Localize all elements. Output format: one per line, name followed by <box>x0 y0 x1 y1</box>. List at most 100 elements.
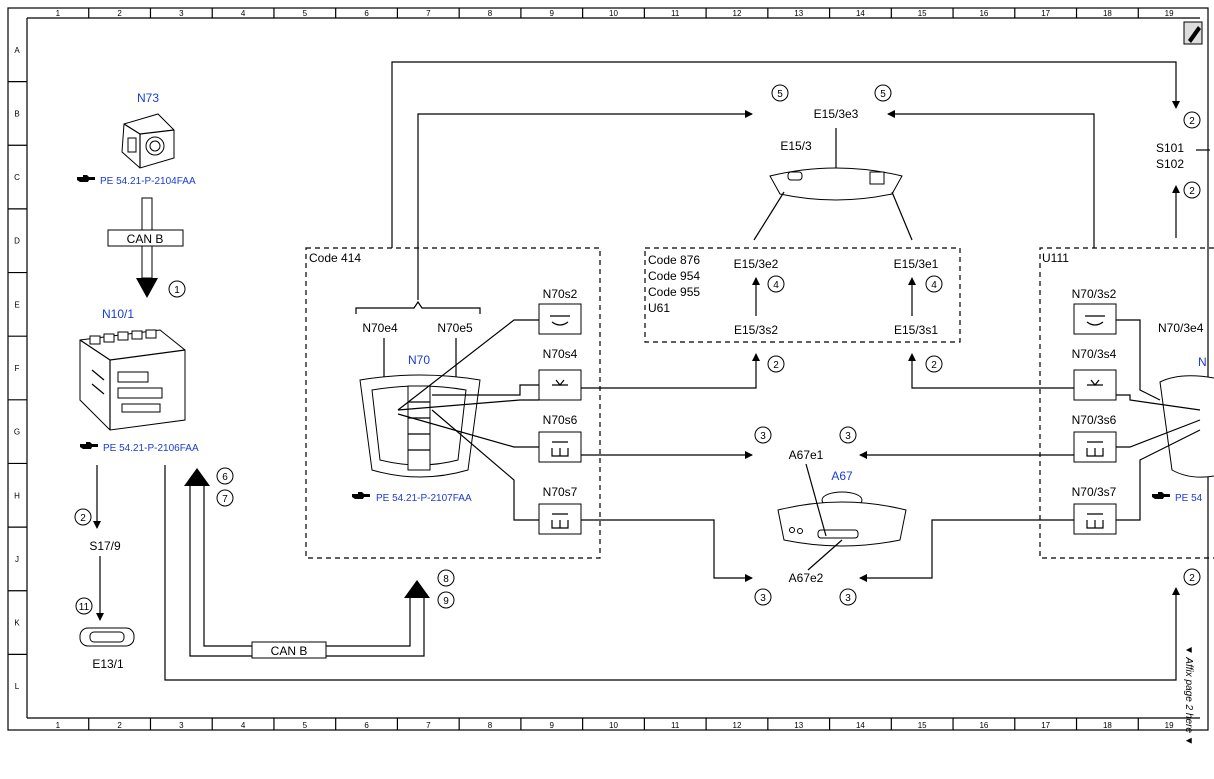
n70-3e4-label: N70/3e4 <box>1158 321 1204 335</box>
can-b-top-arrow: CAN B 1 <box>107 197 186 298</box>
code-876-label: Code 876 <box>648 253 700 267</box>
courtesy-lamp-icon <box>79 627 135 647</box>
reading-lamp-icon <box>1073 431 1117 463</box>
control-unit-icon <box>79 329 186 431</box>
column-label: 9 <box>550 9 555 18</box>
row-label: G <box>14 428 20 437</box>
column-label: 11 <box>671 9 680 18</box>
s101-s102: 2 S101 S102 2 <box>1156 111 1210 238</box>
svg-text:3: 3 <box>760 593 766 604</box>
svg-text:9: 9 <box>443 596 449 607</box>
overhead-console-icon <box>359 374 481 478</box>
column-label: 15 <box>918 721 927 730</box>
n70e4-label: N70e4 <box>362 321 398 335</box>
u111-box: U111 N70/3s2 N70/3s4 N70/3s6 N70/3s7 N70… <box>1039 247 1214 559</box>
svg-text:4: 4 <box>931 280 937 291</box>
column-label: 12 <box>733 721 742 730</box>
e15-3e3-label: E15/3e3 <box>814 107 859 121</box>
camera-module-icon <box>121 113 175 169</box>
can-b-bottom-bus: CAN B 6 7 8 9 <box>184 467 455 659</box>
column-label: 18 <box>1103 721 1112 730</box>
switch-icon <box>538 303 582 335</box>
pointing-hand-icon <box>80 442 98 449</box>
svg-text:11: 11 <box>79 602 90 613</box>
code-954-label: Code 954 <box>648 269 700 283</box>
n70s6-label: N70s6 <box>543 413 578 427</box>
n70s7-label: N70s7 <box>543 485 578 499</box>
svg-text:8: 8 <box>443 574 449 585</box>
column-label: 5 <box>303 9 308 18</box>
edit-page-icon[interactable] <box>1183 21 1203 45</box>
s101-bottom-wire <box>164 465 1180 681</box>
s101-label: S101 <box>1156 141 1184 155</box>
row-label: C <box>14 173 20 182</box>
e15-3e2-label: E15/3e2 <box>734 257 779 271</box>
n10-label: N10/1 <box>102 307 134 321</box>
column-label: 16 <box>979 9 988 18</box>
reading-lamp-icon <box>538 503 582 535</box>
n-cut-label: N <box>1198 355 1207 369</box>
reading-lamp-icon <box>1073 503 1117 535</box>
pe54-cut-label: PE 54 <box>1175 493 1203 504</box>
e15-3e1-label: E15/3e1 <box>894 257 939 271</box>
s17-e13-chain: 2 S17/9 11 E13/1 <box>74 465 135 671</box>
column-label: 1 <box>56 721 61 730</box>
column-label: 19 <box>1165 9 1174 18</box>
column-label: 16 <box>979 721 988 730</box>
e15-3-console: E15/3 <box>753 128 913 241</box>
n73-camera: N73 PE 54.21-P-2104FAA <box>77 91 196 187</box>
n70s4-label: N70s4 <box>543 347 578 361</box>
column-label: 13 <box>794 9 803 18</box>
svg-text:3: 3 <box>760 431 766 442</box>
n70-3s4-label: N70/3s4 <box>1072 347 1117 361</box>
column-label: 6 <box>364 9 369 18</box>
svg-text:2: 2 <box>1189 573 1195 584</box>
callout-1 <box>168 280 186 298</box>
svg-text:5: 5 <box>777 89 783 100</box>
rearview-mirror-icon <box>777 491 907 547</box>
n70e5-label: N70e5 <box>437 321 473 335</box>
n70s4-to-e15-wire <box>581 353 760 389</box>
can-b-bottom-label: CAN B <box>271 644 308 658</box>
overhead-console-icon <box>1159 375 1214 478</box>
column-label: 7 <box>426 9 431 18</box>
e15-3s1-label: E15/3s1 <box>894 323 938 337</box>
row-label: F <box>15 364 20 373</box>
column-label: 2 <box>117 9 122 18</box>
can-b-top-label: CAN B <box>127 232 164 246</box>
n70s2-label: N70s2 <box>543 287 578 301</box>
n70-3s4-to-e15-wire <box>908 353 1074 389</box>
affix-note: ▼ Affix page 2 here ▼ <box>1183 645 1194 746</box>
s17-label: S17/9 <box>89 539 121 553</box>
svg-text:2: 2 <box>931 360 937 371</box>
row-label: A <box>14 46 20 55</box>
a67-label: A67 <box>831 469 853 483</box>
row-label: J <box>15 555 19 564</box>
column-label: 8 <box>488 9 493 18</box>
u111-label: U111 <box>1042 251 1069 265</box>
column-label: 14 <box>856 9 865 18</box>
svg-text:2: 2 <box>1189 186 1195 197</box>
row-label: D <box>14 237 20 246</box>
column-label: 1 <box>56 9 61 18</box>
svg-text:2: 2 <box>80 513 86 524</box>
column-label: 14 <box>856 721 865 730</box>
switch-icon <box>1073 303 1117 335</box>
n70-3s2-label: N70/3s2 <box>1072 287 1117 301</box>
column-label: 7 <box>426 721 431 730</box>
n73-label: N73 <box>137 91 159 105</box>
column-label: 19 <box>1165 721 1174 730</box>
column-label: 6 <box>364 721 369 730</box>
n10-ref: PE 54.21-P-2106FAA <box>103 443 199 454</box>
column-label: 4 <box>241 721 246 730</box>
pointing-hand-icon <box>1152 492 1170 499</box>
n70-label: N70 <box>408 353 430 367</box>
code-955-label: Code 955 <box>648 285 700 299</box>
column-label: 8 <box>488 721 493 730</box>
n70-ref: PE 54.21-P-2107FAA <box>376 493 472 504</box>
a67e1-label: A67e1 <box>789 448 824 462</box>
column-label: 18 <box>1103 9 1112 18</box>
column-label: 3 <box>179 9 184 18</box>
